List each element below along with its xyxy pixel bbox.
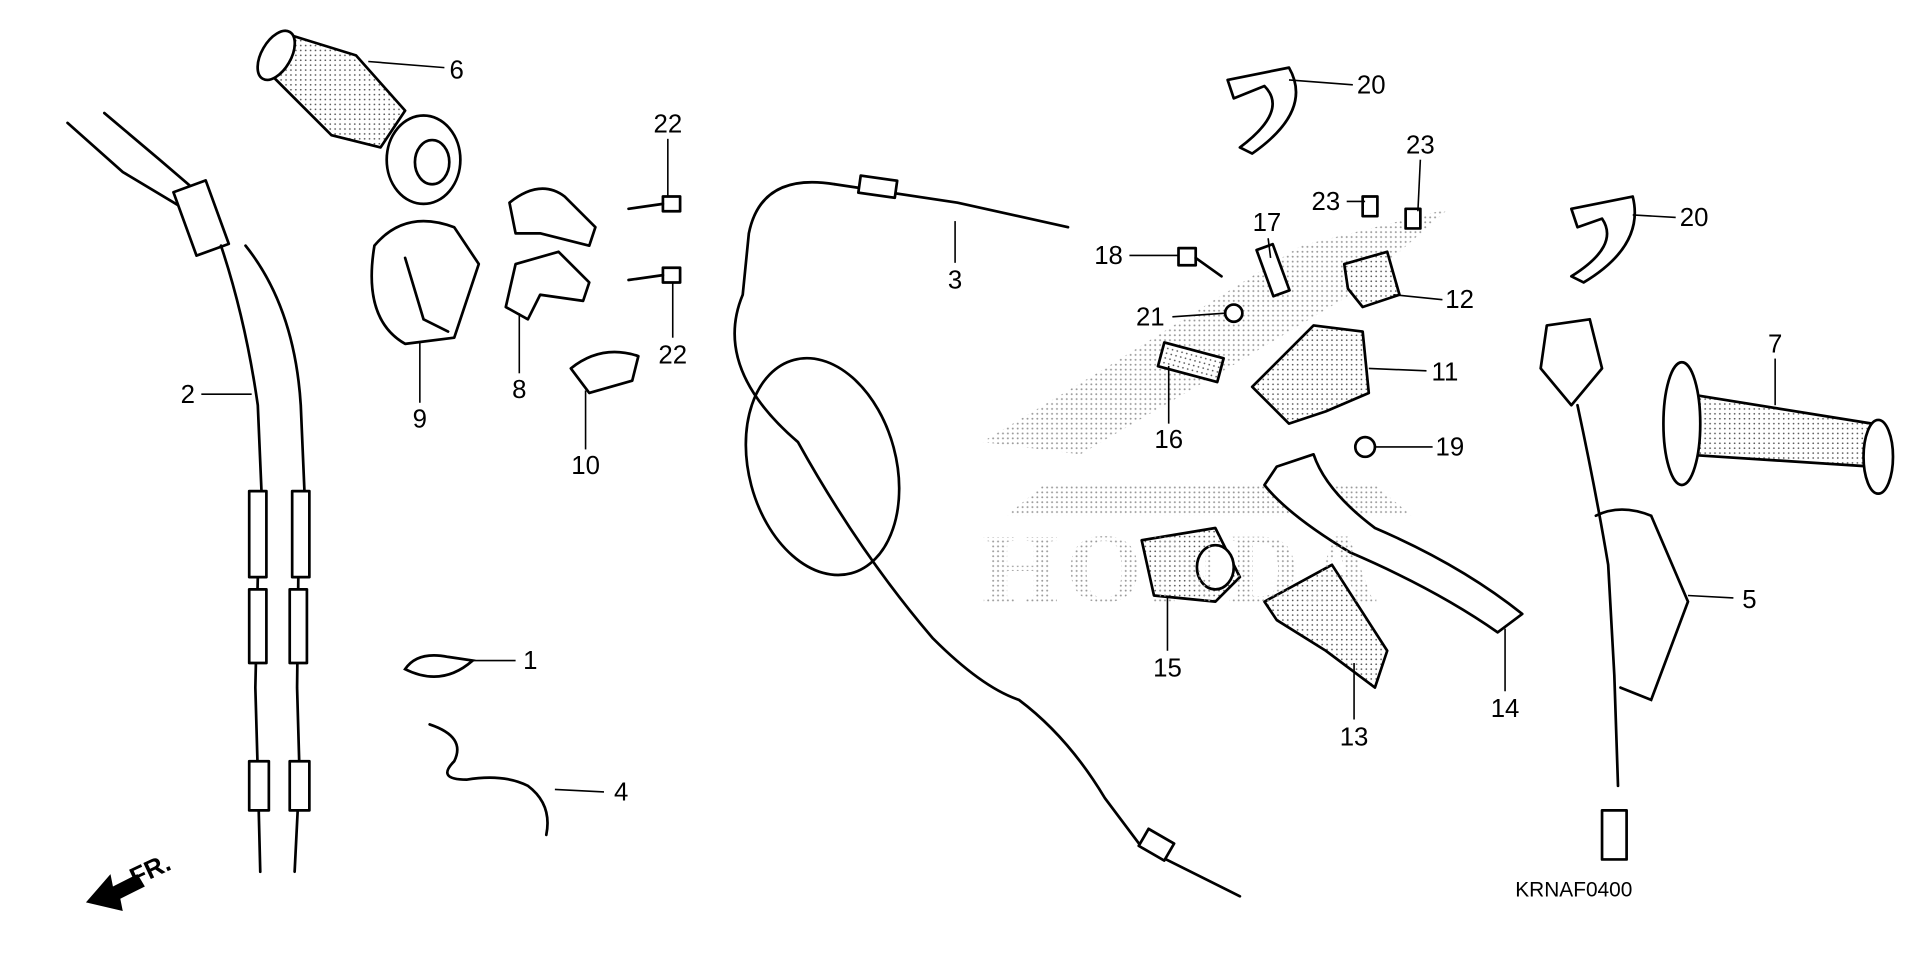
part-8-housing-clamp[interactable] [504,187,597,321]
part-7-grip[interactable] [1662,360,1895,495]
front-direction-arrow: FR. [85,849,175,912]
part-16-adjuster[interactable] [1156,341,1225,384]
callout-5: 5 [1742,586,1756,614]
part-1-clip[interactable] [403,654,476,678]
callout-12: 12 [1445,286,1474,314]
callout-20: 20 [1357,71,1386,99]
callout-8: 8 [512,376,526,404]
part-22-bolt[interactable] [627,195,682,213]
callout-21: 21 [1136,303,1165,331]
part-14-clutch-lever[interactable] [1263,452,1524,634]
part-2-throttle-cables[interactable] [66,111,311,874]
callout-10: 10 [571,452,600,480]
part-11-lever-bracket[interactable] [1250,324,1371,425]
part-4-clip[interactable] [428,723,549,837]
callout-1: 1 [523,647,537,675]
callout-19: 19 [1435,434,1464,462]
part-18-bolt[interactable] [1177,246,1223,278]
callout-4: 4 [614,779,628,807]
part-12-holder[interactable] [1342,250,1401,309]
callout-17: 17 [1253,209,1282,237]
part-23-bolt[interactable] [1361,195,1379,218]
watermark-text: HONDA [982,515,1384,624]
diagram-code: KRNAF0400 [1515,878,1632,901]
part-17-pivot-bolt[interactable] [1255,242,1291,298]
part-10-cover[interactable] [569,350,640,395]
callout-14: 14 [1491,695,1520,723]
callout-18: 18 [1094,242,1123,270]
part-21-nut[interactable] [1223,303,1244,324]
callouts: 1 2 3 4 5 6 7 8 9 10 11 12 13 14 15 16 1… [181,57,1783,807]
part-6-throttle-grip[interactable] [250,25,462,206]
part-3-clutch-cable[interactable] [723,174,1242,898]
part-22-bolt[interactable] [627,266,682,284]
callout-3: 3 [948,267,962,295]
callout-16: 16 [1154,426,1183,454]
callout-22: 22 [653,111,682,139]
part-5-switch-harness[interactable] [1539,317,1690,861]
callout-9: 9 [413,405,427,433]
part-20-cable-tie[interactable] [1570,195,1637,284]
callout-13: 13 [1340,723,1369,751]
callout-23: 23 [1406,132,1435,160]
part-19-nut[interactable] [1353,435,1377,459]
callout-20-right: 20 [1680,204,1709,232]
part-13-lever-guard[interactable] [1263,563,1389,689]
part-15-switch[interactable] [1140,526,1242,603]
leader-lines [201,60,1776,793]
part-9-throttle-housing[interactable] [370,219,481,346]
part-23-bolt[interactable] [1404,207,1422,230]
part-20-cable-tie[interactable] [1226,66,1298,155]
callout-2: 2 [181,381,195,409]
callout-23-left: 23 [1311,188,1340,216]
callout-15: 15 [1153,655,1182,683]
callout-7: 7 [1768,330,1782,358]
callout-6: 6 [450,57,464,85]
callout-22-lower: 22 [658,341,687,369]
callout-11: 11 [1432,359,1459,387]
